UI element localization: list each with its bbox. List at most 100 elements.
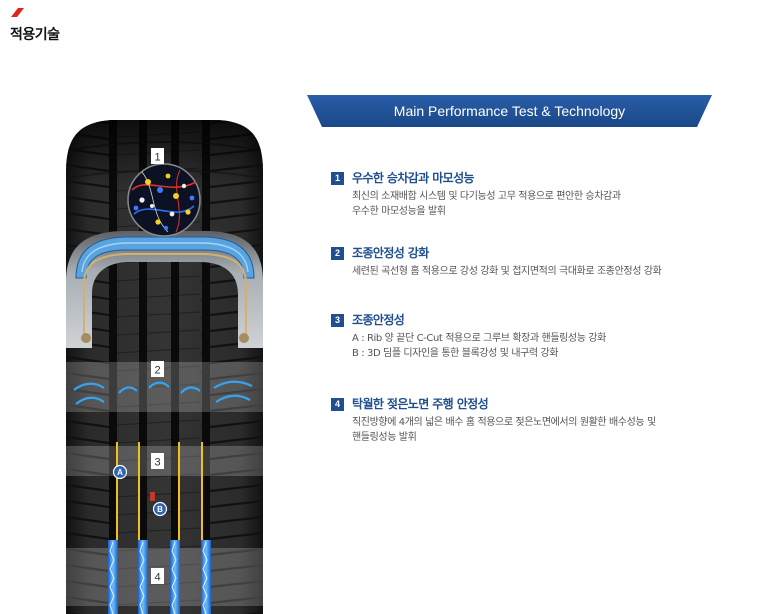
zone-label-box (151, 568, 164, 584)
dimple-marker (150, 492, 155, 501)
compound-particle (185, 209, 191, 215)
feature-description: 최신의 소재배합 시스템 및 다기능성 고무 적용으로 편안한 승차감과 우수한… (352, 189, 621, 219)
zone-label-2: 2 (151, 361, 164, 377)
zone-label-text: 4 (154, 572, 160, 584)
polymer-chain (141, 171, 169, 233)
zone-label-text: 1 (154, 152, 160, 164)
red-slash-icon (11, 8, 24, 17)
feature-title: 조종안정성 강화 (352, 246, 429, 260)
circumferential-groove (171, 120, 179, 614)
point-label-circle (152, 501, 168, 517)
curved-groove-highlight (215, 394, 251, 403)
water-channel (170, 540, 180, 614)
compound-particle (169, 211, 175, 217)
feature-description-line: 세련된 곡선형 홈 적용으로 강성 강화 및 접지면적의 극대화로 조종안정성 … (352, 266, 662, 277)
point-label-circle (112, 464, 128, 480)
belt-highlight (81, 242, 249, 273)
curved-groove-highlight (118, 386, 138, 394)
curved-groove-highlight (75, 396, 105, 405)
rib-edge-lines (116, 442, 203, 542)
compound-particle (133, 205, 139, 211)
curved-groove-highlights (73, 380, 253, 405)
compound-particle (163, 225, 169, 231)
polymer-chain (175, 169, 181, 233)
circumferential-groove (109, 120, 117, 614)
compound-particle (139, 197, 145, 203)
water-channel (138, 540, 148, 614)
circumferential-groove (139, 120, 147, 614)
point-label-text: A (117, 468, 123, 477)
curved-groove-highlight (73, 382, 105, 391)
curved-groove-highlight (180, 386, 201, 394)
point-label-b: B (152, 501, 168, 517)
feature-description: A : Rib 양 끝단 C-Cut 적용으로 그루브 확장과 핸들링성능 강화… (352, 331, 606, 361)
circumferential-groove (202, 120, 210, 614)
zone-label-box (151, 361, 164, 377)
compound-particle (150, 204, 154, 208)
feature-description-line: B : 3D 딤플 디자인을 통한 블록강성 및 내구력 강화 (352, 348, 559, 359)
carcass-ply (83, 253, 247, 340)
tire-cross-section (66, 231, 263, 348)
feature-description-line: 핸들링성능 발휘 (352, 432, 417, 443)
rubber-compound-inset (127, 163, 201, 237)
point-label-text: B (157, 505, 163, 514)
feature-item-2: 2 조종안정성 강화 세련된 곡선형 홈 적용으로 강성 강화 및 접지면적의 … (331, 246, 751, 306)
curved-groove-highlight (213, 380, 253, 389)
compound-particle (165, 173, 171, 179)
left-shoulder-blocks (66, 120, 109, 614)
polymer-chain (131, 181, 197, 191)
compound-particle (189, 195, 195, 201)
red-slash-shape (11, 8, 24, 17)
zone-3-highlight-band (66, 446, 263, 476)
feature-description-line: 최신의 소재배합 시스템 및 다기능성 고무 적용으로 편안한 승차감과 (352, 191, 621, 202)
cross-section-rubber (66, 231, 263, 348)
zone-4-highlight-band (66, 548, 263, 606)
banner-title: Main Performance Test & Technology (393, 103, 626, 119)
feature-item-1: 1 우수한 승차감과 마모성능 최신의 소재배합 시스템 및 다기능성 고무 적… (331, 171, 751, 231)
feature-description-line: A : Rib 양 끝단 C-Cut 적용으로 그루브 확장과 핸들링성능 강화 (352, 333, 606, 344)
feature-number-badge: 2 (331, 247, 344, 260)
compound-particle (173, 193, 179, 199)
water-flow-line (202, 541, 208, 614)
curved-groove-highlight (148, 381, 170, 389)
feature-item-4: 4 탁월한 젖은노면 주행 안정성 직진방향에 4개의 넓은 배수 홈 적용으로… (331, 397, 751, 457)
feature-description: 직진방향에 4개의 넓은 배수 홈 적용으로 젖은노면에서의 원활한 배수성능 … (352, 415, 656, 445)
left-bead (81, 333, 91, 343)
compound-particle (145, 179, 151, 185)
zone-label-1: 1 (151, 148, 164, 164)
feature-title: 탁월한 젖은노면 주행 안정성 (352, 397, 489, 411)
compound-particle (155, 219, 161, 225)
water-flow-line (109, 541, 115, 614)
zone-2-highlight-band (66, 362, 263, 412)
feature-description-line: 우수한 마모성능을 발휘 (352, 206, 446, 217)
right-shoulder-blocks (210, 120, 263, 614)
right-bead (239, 333, 249, 343)
water-channel (108, 540, 118, 614)
banner-background (307, 95, 712, 127)
zone-label-box (151, 148, 164, 164)
inset-background (127, 163, 201, 237)
compound-particle (157, 187, 163, 193)
zone-label-4: 4 (151, 568, 164, 584)
feature-number-badge: 3 (331, 314, 344, 327)
feature-title: 우수한 승차감과 마모성능 (352, 171, 475, 185)
feature-description: 세련된 곡선형 홈 적용으로 강성 강화 및 접지면적의 극대화로 조종안정성 … (352, 264, 662, 279)
water-channels (108, 540, 211, 614)
feature-item-3: 3 조종안정성 A : Rib 양 끝단 C-Cut 적용으로 그루브 확장과 … (331, 313, 751, 373)
water-flow-line (171, 541, 177, 614)
section-title: 적용기술 (10, 27, 60, 43)
feature-number-badge: 1 (331, 172, 344, 185)
feature-number-badge: 4 (331, 398, 344, 411)
zone-label-text: 2 (154, 365, 160, 377)
polymer-chain (133, 205, 195, 215)
steel-belt-layer (75, 236, 255, 279)
point-label-a: A (112, 464, 128, 480)
zone-label-text: 3 (154, 457, 160, 469)
feature-title: 조종안정성 (352, 313, 405, 327)
water-flow-line (139, 541, 145, 614)
feature-description-line: 직진방향에 4개의 넓은 배수 홈 적용으로 젖은노면에서의 원활한 배수성능 … (352, 417, 656, 428)
zone-label-3: 3 (151, 453, 164, 469)
tire-cutaway-illustration: 1 2 3 4 A B (66, 120, 263, 614)
compound-particle (181, 183, 187, 189)
banner-shape (307, 95, 712, 127)
